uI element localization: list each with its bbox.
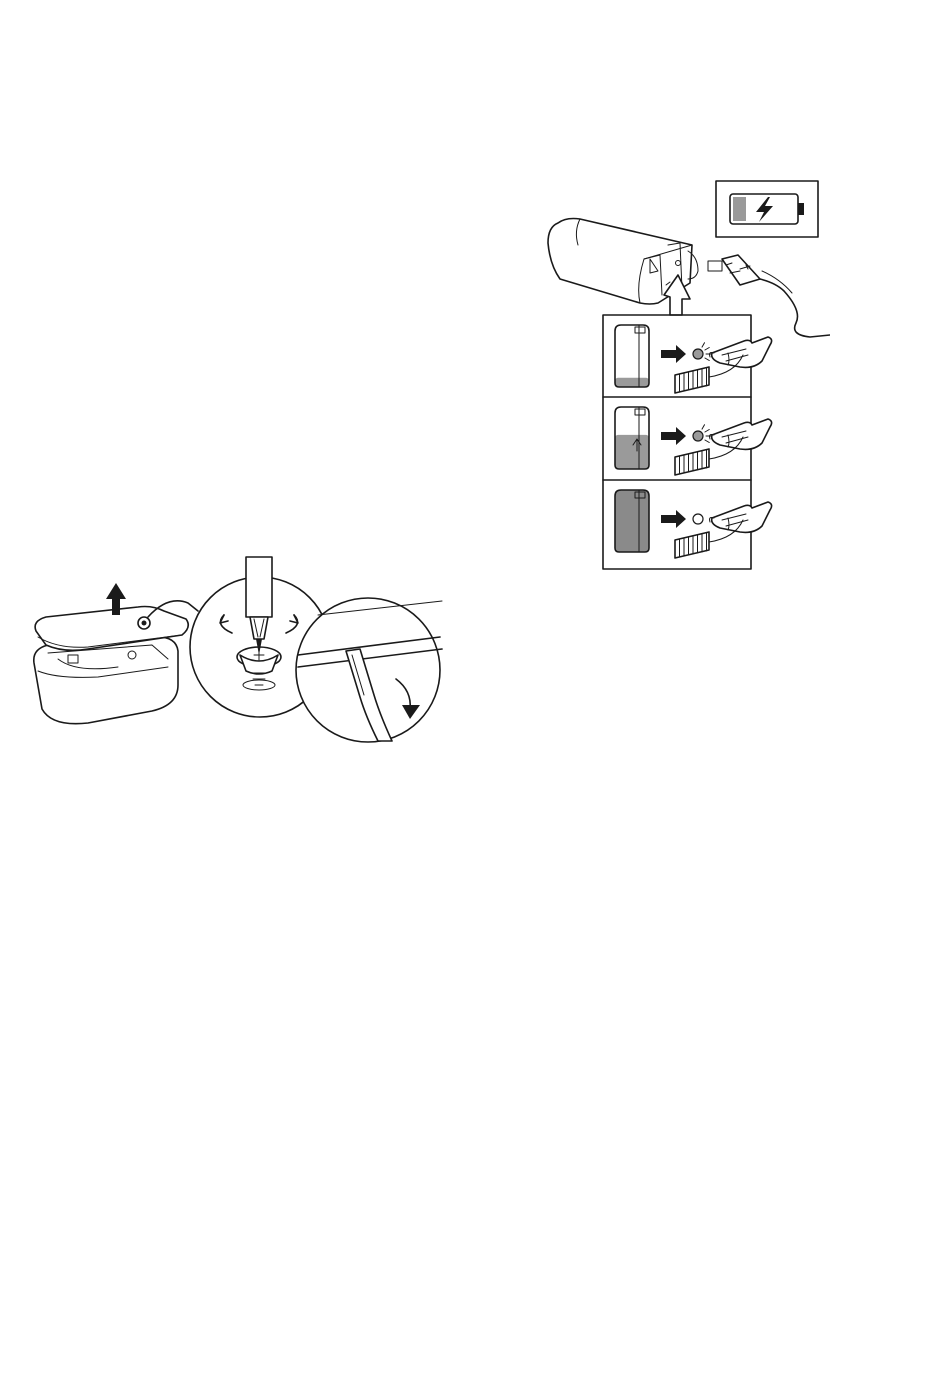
finger-press-icon xyxy=(710,502,772,532)
right-arrow-icon xyxy=(661,345,686,363)
right-arrow-icon xyxy=(661,510,686,528)
finger-press-icon xyxy=(710,419,772,449)
led-indicator-icon xyxy=(693,514,703,524)
battery-access-figure xyxy=(28,555,448,745)
battery-charging-icon xyxy=(716,181,818,237)
charge-level-row xyxy=(615,490,772,558)
led-indicator-icon xyxy=(693,343,711,361)
battery-level-icon xyxy=(615,490,649,552)
finger-press-icon xyxy=(710,337,772,367)
charging-figure xyxy=(540,175,830,570)
usb-cable xyxy=(708,255,830,337)
right-arrow-icon xyxy=(661,427,686,445)
led-indicator-icon xyxy=(693,425,711,443)
base-housing xyxy=(34,637,178,724)
battery-level-icon xyxy=(615,407,649,469)
charge-level-row xyxy=(615,407,772,475)
charge-level-row xyxy=(615,325,772,393)
pry-detail xyxy=(296,598,442,742)
battery-level-icon xyxy=(615,325,649,387)
